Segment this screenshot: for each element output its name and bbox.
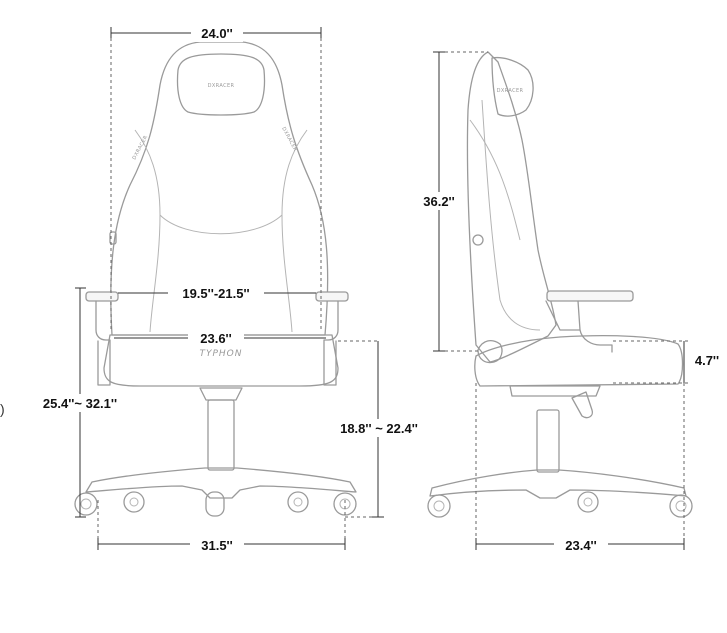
front-seat-cushion — [103, 334, 339, 387]
side-armrest-pad — [546, 290, 634, 302]
front-caster-2 — [123, 491, 145, 513]
wing-brand-text-right: DXRACER — [280, 126, 298, 153]
label-front-width: 24.0'' — [201, 26, 232, 41]
side-base — [429, 469, 687, 499]
side-backrest — [466, 51, 557, 363]
dim-base-width: 31.5'' — [97, 500, 346, 554]
front-view-chair: DXRACER DXRACER DXRACER TYPHON — [74, 41, 357, 517]
side-gas-lift — [536, 409, 560, 473]
dim-seat-width: 23.6'' — [114, 329, 326, 347]
dim-seat-thickness: 4.7'' — [613, 340, 726, 384]
side-caster-1 — [427, 494, 451, 518]
front-caster-3 — [205, 491, 225, 517]
headrest-brand-text: DXRACER — [208, 83, 235, 89]
front-armrest-left — [85, 291, 119, 302]
label-seat-width: 23.6'' — [200, 331, 231, 346]
side-headrest — [491, 56, 534, 117]
front-gas-lift — [207, 399, 235, 471]
dim-backrest-height: 36.2'' — [414, 51, 488, 352]
dim-front-width: 24.0'' — [110, 24, 322, 332]
side-caster-2 — [577, 491, 599, 513]
front-caster-1 — [74, 492, 98, 516]
seat-logo-text: TYPHON — [199, 349, 242, 359]
side-view-chair: DXRACER — [427, 51, 693, 518]
side-adjust-lever — [571, 391, 594, 419]
front-armrest-right — [315, 291, 349, 302]
side-caster-3 — [669, 494, 693, 518]
label-backrest-height: 36.2'' — [423, 194, 454, 209]
front-headrest — [176, 53, 266, 116]
dim-seat-height: 18.8'' ~ 22.4'' — [332, 340, 426, 518]
side-headrest-brand-text: DXRACER — [497, 88, 524, 94]
dim-armrest-spacing: 19.5''-21.5'' — [118, 284, 316, 302]
label-armrest-height: 25.4''~ 32.1'' — [43, 396, 117, 411]
label-armrest-spacing: 19.5''-21.5'' — [182, 286, 249, 301]
dim-armrest-height: 25.4''~ 32.1'' — [34, 287, 126, 518]
dim-base-depth: 23.4'' — [475, 383, 685, 554]
label-seat-thickness: 4.7'' — [695, 353, 719, 368]
edge-mark: ) — [0, 401, 5, 417]
front-caster-5 — [333, 492, 357, 516]
label-base-depth: 23.4'' — [565, 538, 596, 553]
label-base-width: 31.5'' — [201, 538, 232, 553]
front-caster-4 — [287, 491, 309, 513]
label-seat-height: 18.8'' ~ 22.4'' — [340, 421, 418, 436]
side-seat-cushion — [474, 335, 684, 387]
front-base — [85, 467, 357, 499]
